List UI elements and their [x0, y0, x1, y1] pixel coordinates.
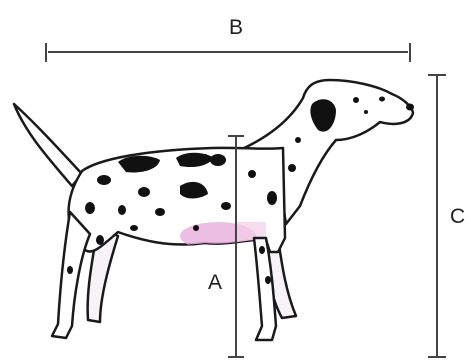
- measurement-c-label: C: [450, 206, 465, 227]
- dog-tail: [14, 104, 82, 186]
- measurement-b-label: B: [229, 17, 243, 38]
- measurement-a-label: A: [208, 272, 222, 293]
- belly-highlight: [180, 222, 266, 252]
- measurement-b-line: [46, 43, 410, 62]
- measurement-c-line: [428, 75, 446, 357]
